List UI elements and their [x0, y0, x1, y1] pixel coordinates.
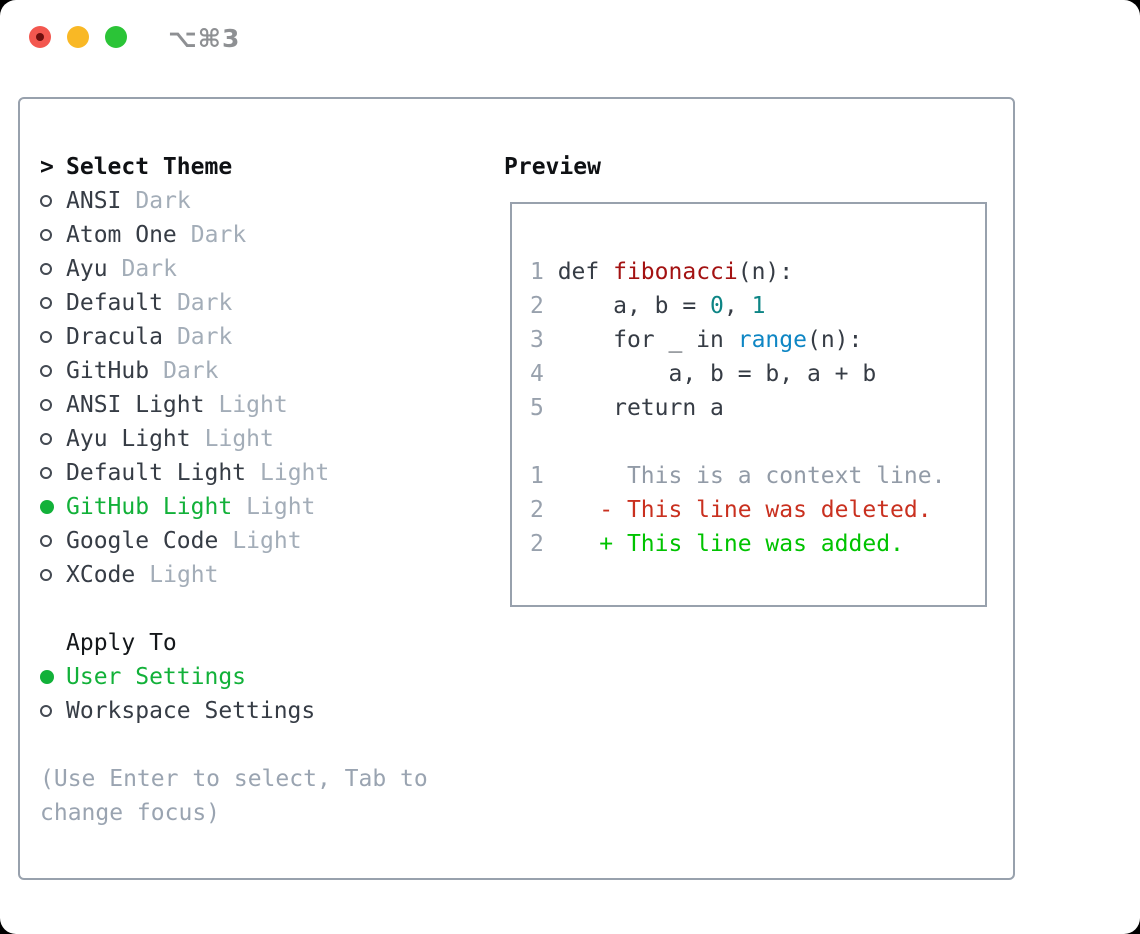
theme-variant: Light: [260, 460, 330, 486]
code-line: 4 a, b = b, a + b: [530, 361, 877, 387]
radio-icon: [40, 229, 52, 241]
line-number: 5: [530, 395, 544, 421]
line-number: 1: [530, 259, 544, 285]
spacer: [40, 592, 480, 626]
theme-variant: Dark: [176, 290, 233, 316]
apply-to-header: Apply To: [40, 626, 480, 660]
theme-name: Default Light: [66, 460, 247, 486]
apply-option-label: User Settings: [66, 664, 247, 690]
close-button[interactable]: [29, 26, 51, 48]
radio-icon: [40, 433, 52, 445]
diff-preview: 1 This is a context line. 2 - This line …: [530, 459, 945, 561]
line-number: 4: [530, 361, 544, 387]
line-number: 3: [530, 327, 544, 353]
theme-item-ansi-light[interactable]: ANSI Light Light: [40, 388, 480, 422]
theme-variant: Light: [232, 528, 302, 554]
radio-icon: [40, 331, 52, 343]
radio-icon: [40, 569, 52, 581]
line-number: 2: [530, 293, 544, 319]
theme-variant: Dark: [121, 256, 177, 282]
diff-context-line: 1 This is a context line.: [530, 463, 946, 489]
theme-name: Ayu: [66, 256, 108, 282]
theme-name: Dracula: [66, 324, 163, 350]
theme-item-google-code[interactable]: Google Code Light: [40, 524, 480, 558]
theme-name: ANSI Light: [66, 392, 205, 418]
theme-name: Default: [66, 290, 163, 316]
keyboard-hint: (Use Enter to select, Tab to change focu…: [40, 766, 428, 826]
line-number: 2: [530, 531, 544, 557]
theme-name: Ayu Light: [66, 426, 191, 452]
theme-item-ansi-dark[interactable]: ANSI Dark: [40, 184, 480, 218]
theme-item-ayu-light[interactable]: Ayu Light Light: [40, 422, 480, 456]
theme-picker-panel: > Select Theme ANSI Dark Atom One Dark A…: [18, 97, 1015, 880]
theme-variant: Light: [204, 426, 274, 452]
theme-name: Google Code: [66, 528, 219, 554]
diff-deleted-line: 2 - This line was deleted.: [530, 497, 932, 523]
preview-pane: 1 def fibonacci(n): 2 a, b = 0, 1 3 for …: [510, 202, 987, 607]
theme-variant: Light: [246, 494, 316, 520]
theme-item-dracula-dark[interactable]: Dracula Dark: [40, 320, 480, 354]
apply-option-user-settings[interactable]: User Settings: [40, 660, 480, 694]
minimize-button[interactable]: [67, 26, 89, 48]
radio-selected-icon: [40, 500, 54, 514]
preview-title: Preview: [504, 154, 601, 180]
theme-name: GitHub: [66, 358, 150, 384]
theme-list-title: Select Theme: [66, 154, 233, 180]
titlebar: ⌥⌘3: [0, 0, 1140, 75]
radio-icon: [40, 297, 52, 309]
theme-name: XCode: [66, 562, 136, 588]
code-line: 5 return a: [530, 395, 724, 421]
theme-item-atom-one-dark[interactable]: Atom One Dark: [40, 218, 480, 252]
radio-icon: [40, 535, 52, 547]
theme-item-default-light[interactable]: Default Light Light: [40, 456, 480, 490]
theme-item-github-dark[interactable]: GitHub Dark: [40, 354, 480, 388]
window-title: ⌥⌘3: [168, 24, 241, 53]
theme-item-github-light[interactable]: GitHub Light Light: [40, 490, 480, 524]
theme-name: Atom One: [66, 222, 177, 248]
radio-icon: [40, 263, 52, 275]
radio-selected-icon: [40, 670, 54, 684]
theme-variant: Dark: [135, 188, 191, 214]
radio-icon: [40, 365, 52, 377]
diff-added-line: 2 + This line was added.: [530, 531, 904, 557]
radio-icon: [40, 705, 52, 717]
code-line: 3 for _ in range(n):: [530, 327, 863, 353]
theme-name: GitHub Light: [66, 494, 233, 520]
radio-icon: [40, 399, 52, 411]
line-number: 2: [530, 497, 544, 523]
theme-variant: Light: [218, 392, 288, 418]
code-line: 1 def fibonacci(n):: [530, 259, 794, 285]
apply-option-workspace-settings[interactable]: Workspace Settings: [40, 694, 480, 728]
apply-option-label: Workspace Settings: [66, 698, 316, 724]
zoom-button[interactable]: [105, 26, 127, 48]
theme-variant: Dark: [163, 358, 219, 384]
theme-variant: Dark: [190, 222, 247, 248]
radio-icon: [40, 195, 52, 207]
theme-variant: Dark: [176, 324, 233, 350]
theme-list-header: > Select Theme: [40, 150, 480, 184]
theme-item-xcode[interactable]: XCode Light: [40, 558, 480, 592]
code-preview: 1 def fibonacci(n): 2 a, b = 0, 1 3 for …: [530, 255, 945, 561]
theme-item-ayu-dark[interactable]: Ayu Dark: [40, 252, 480, 286]
apply-to-title: Apply To: [66, 630, 177, 656]
theme-item-default-dark[interactable]: Default Dark: [40, 286, 480, 320]
line-number: 1: [530, 463, 544, 489]
theme-list: > Select Theme ANSI Dark Atom One Dark A…: [40, 150, 480, 830]
theme-variant: Light: [149, 562, 219, 588]
radio-icon: [40, 467, 52, 479]
code-line: 2 a, b = 0, 1: [530, 293, 766, 319]
prompt-arrow-icon: >: [40, 154, 54, 180]
theme-name: ANSI: [66, 188, 122, 214]
